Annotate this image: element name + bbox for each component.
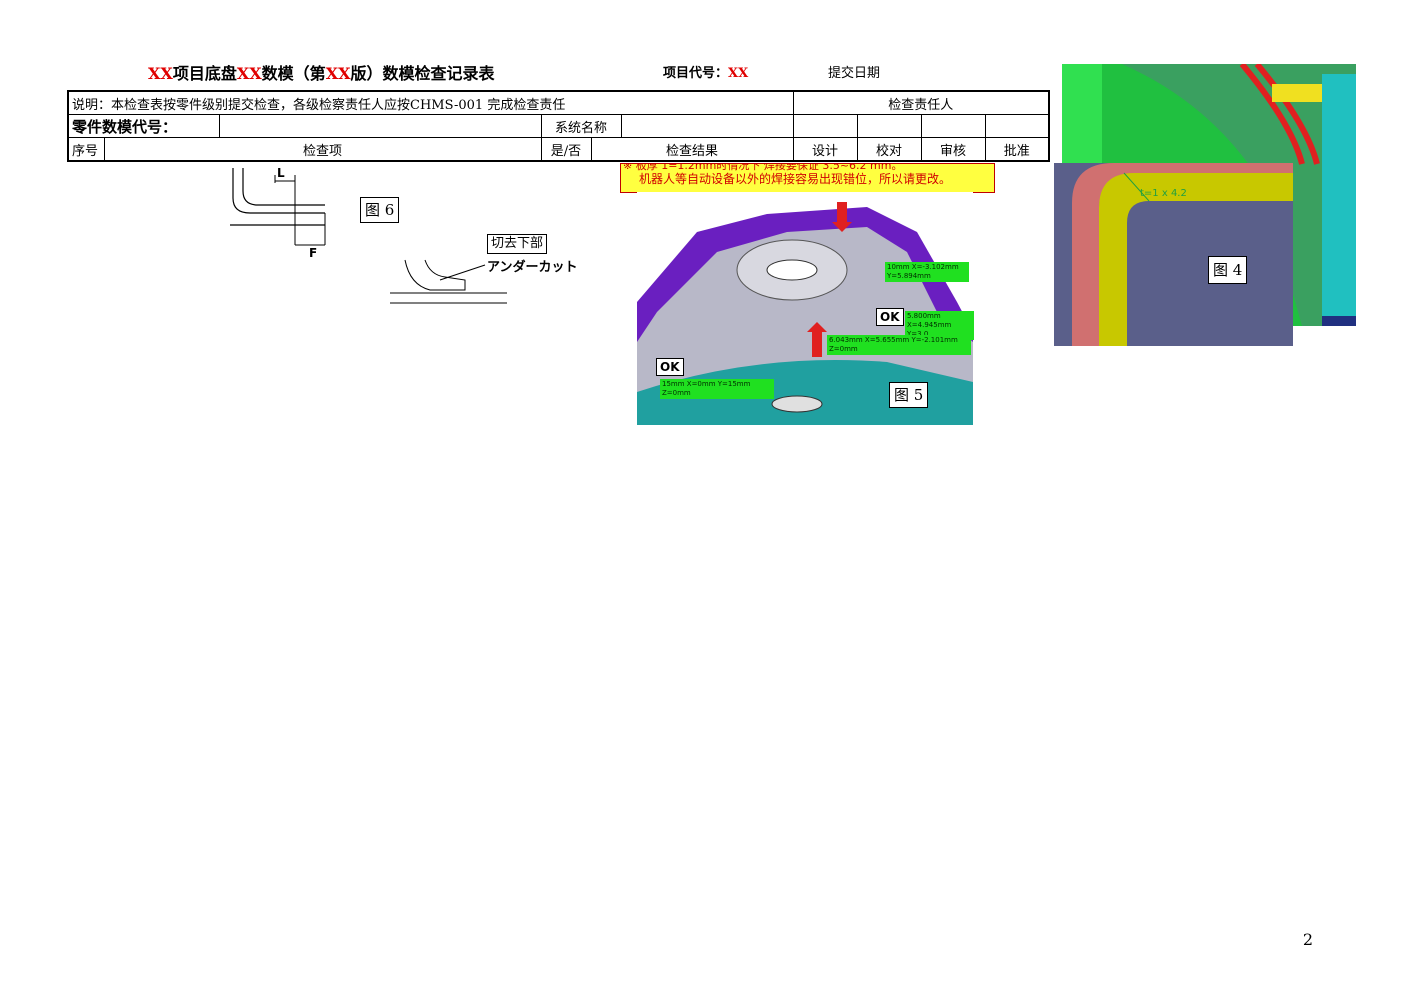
weld-note-box: ※ 板厚 1=1.2mm时情况下 焊接要保证 3.5~6.2 mm。 机器人等自…: [620, 163, 995, 193]
col-approve: 批准: [984, 137, 1050, 162]
dim-tag-4: 15mm X=0mm Y=15mm Z=0mm: [660, 379, 774, 399]
form-title: XX项目底盘XX数模（第XX版）数模检查记录表: [148, 60, 495, 84]
submit-date-label: 提交日期: [828, 66, 881, 81]
instruction-text: 说明：本检查表按零件级别提交检查，各级检察责任人应按CHMS-001 完成检查责…: [67, 90, 794, 115]
fig5-label: 图 5: [889, 382, 929, 408]
column-header-row: 序号 检查项 是/否 检查结果 设计 校对 审核 批准: [67, 137, 1050, 162]
project-code: 项目代号：XX: [663, 62, 748, 81]
title-xx-2: XX: [236, 64, 262, 83]
project-code-value: XX: [728, 66, 749, 81]
ok-badge-2: OK: [656, 358, 684, 376]
review-sign-field[interactable]: [920, 114, 986, 138]
instruction-row: 说明：本检查表按零件级别提交检查，各级检察责任人应按CHMS-001 完成检查责…: [67, 90, 1050, 115]
title-part-1: 项目底盘: [172, 64, 237, 83]
fig4-section-cad-image: [1054, 163, 1293, 346]
fig4-dimension: t=1 x 4.2: [1140, 188, 1187, 199]
system-name-field[interactable]: [620, 114, 794, 138]
approve-sign-field[interactable]: [984, 114, 1050, 138]
col-item: 检查项: [103, 137, 542, 162]
part-code-label: 零件数模代号：: [67, 114, 220, 138]
inspection-form-table: 说明：本检查表按零件级别提交检查，各级检察责任人应按CHMS-001 完成检查责…: [67, 90, 1051, 162]
system-name-label: 系统名称: [540, 114, 622, 138]
title-xx-1: XX: [148, 64, 173, 83]
proof-sign-field[interactable]: [856, 114, 922, 138]
part-code-row: 零件数模代号： 系统名称: [67, 114, 1050, 138]
design-sign-field[interactable]: [792, 114, 858, 138]
fig6-drawing: L F: [230, 166, 326, 260]
dim-tag-3: 6.043mm X=5.655mm Y=-2.101mm Z=0mm: [827, 335, 971, 355]
dim-f-label: F: [309, 246, 317, 260]
title-xx-3: XX: [325, 64, 351, 83]
part-code-field[interactable]: [218, 114, 542, 138]
cut-label: 切去下部: [487, 234, 548, 254]
dim-tag-1: 10mm X=-3.102mm Y=5.894mm: [885, 262, 969, 282]
responsible-header: 检查责任人: [792, 90, 1050, 115]
col-design: 设计: [792, 137, 858, 162]
fig6-label: 图 6: [360, 197, 400, 223]
undercut-sketch: [390, 259, 507, 304]
col-seq: 序号: [67, 137, 105, 162]
project-code-label: 项目代号：: [663, 66, 729, 81]
page-number: 2: [1302, 930, 1313, 949]
weld-note-line1: ※ 板厚 1=1.2mm时情况下 焊接要保证 3.5~6.2 mm。: [623, 163, 903, 172]
dim-l-label: L: [277, 166, 285, 180]
title-part-3: 版）数模检查记录表: [350, 64, 495, 83]
undercut-label: アンダーカット: [487, 260, 578, 275]
col-review: 审核: [920, 137, 986, 162]
ok-badge-1: OK: [876, 308, 904, 326]
weld-note-line2: 机器人等自动设备以外的焊接容易出现错位，所以请更改。: [639, 172, 952, 186]
col-result: 检查结果: [590, 137, 794, 162]
col-proof: 校对: [856, 137, 922, 162]
title-part-2: 数模（第: [261, 64, 326, 83]
fig4-label: 图 4: [1208, 256, 1248, 284]
col-yesno: 是/否: [540, 137, 592, 162]
